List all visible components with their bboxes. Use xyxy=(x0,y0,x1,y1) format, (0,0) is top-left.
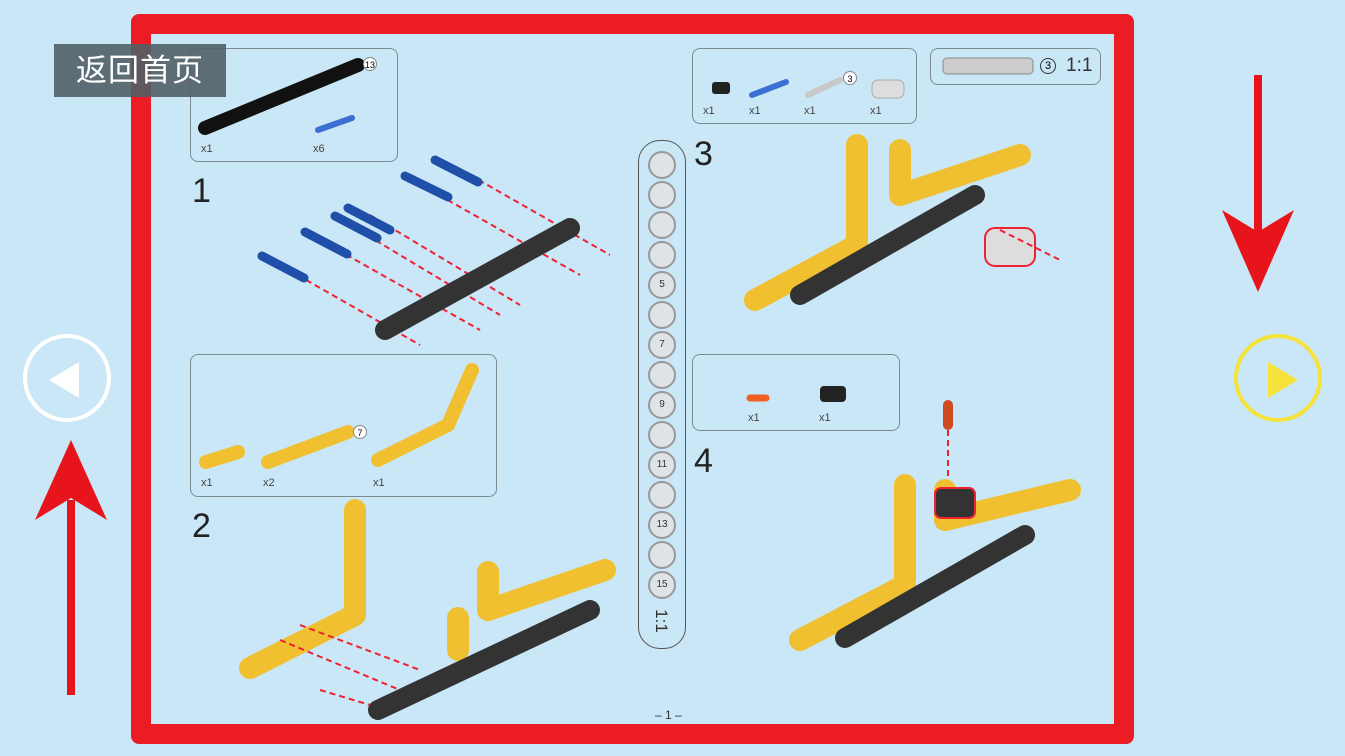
black-beam xyxy=(375,218,580,340)
step-number: 3 xyxy=(694,135,713,173)
ruler-label: 9 xyxy=(648,391,676,419)
instruction-page-frame xyxy=(131,14,1134,744)
part-qty: x1 xyxy=(870,105,882,117)
part-qty: x1 xyxy=(748,412,760,424)
ruler-label: 11 xyxy=(648,451,676,479)
part-qty: x1 xyxy=(201,143,213,155)
black-connector-icon xyxy=(712,82,730,94)
triangle-right-icon xyxy=(1268,362,1298,398)
ruler-label: 5 xyxy=(648,271,676,299)
ruler-label: 7 xyxy=(648,331,676,359)
ruler-label: 13 xyxy=(648,511,676,539)
axle-length-badge: 3 xyxy=(1040,58,1056,74)
scale-label: 1:1 xyxy=(1066,55,1093,76)
step4-parts-box: x1 x1 xyxy=(692,354,900,431)
part-qty: x2 xyxy=(263,477,275,489)
back-home-button[interactable]: 返回首页 xyxy=(54,44,226,97)
step-number: 1 xyxy=(192,172,211,210)
page-number: – 1 – xyxy=(655,708,682,722)
part-qty: x1 xyxy=(749,105,761,117)
axle-scale-icon xyxy=(942,57,1034,75)
step1-parts-box: 13 x1 x6 xyxy=(190,48,398,162)
part-qty: x1 xyxy=(819,412,831,424)
part-qty: x6 xyxy=(313,143,325,155)
triangle-left-icon xyxy=(49,362,79,398)
previous-page-button[interactable] xyxy=(23,334,111,422)
black-beam-icon xyxy=(198,58,365,135)
step-number: 4 xyxy=(694,442,713,480)
step-number: 2 xyxy=(192,507,211,545)
part-qty: x1 xyxy=(703,105,715,117)
part-length-badge: 13 xyxy=(363,57,377,71)
ruler-scale-label: 1:1 xyxy=(651,609,671,633)
part-length-badge: 3 xyxy=(843,71,857,85)
step3-parts-box: 3 x1 x1 x1 x1 xyxy=(692,48,917,124)
ruler-label: 15 xyxy=(648,571,676,599)
part-qty: x1 xyxy=(373,477,385,489)
part-qty: x1 xyxy=(804,105,816,117)
step2-parts-box: 7 x1 x2 x1 xyxy=(190,354,497,497)
next-page-button[interactable] xyxy=(1234,334,1322,422)
beam-length-ruler: 5 7 9 11 13 15 1:1 xyxy=(638,140,686,649)
part-length-badge: 7 xyxy=(353,425,367,439)
blue-pin-icon xyxy=(315,115,355,133)
axle-scale-box: 3 1:1 xyxy=(930,48,1101,85)
part-qty: x1 xyxy=(201,477,213,489)
